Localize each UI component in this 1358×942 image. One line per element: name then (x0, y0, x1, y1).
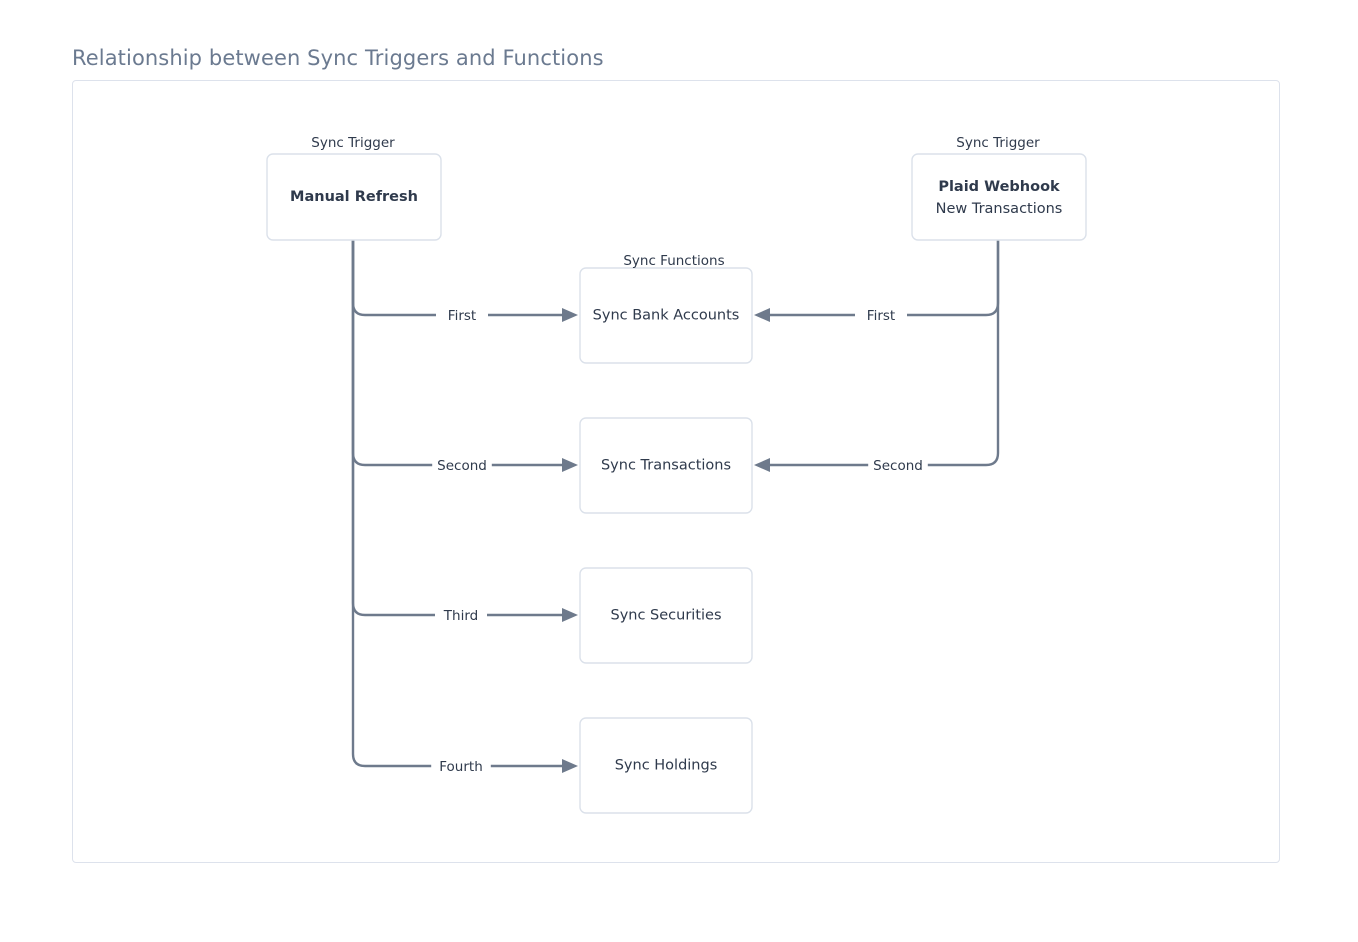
node-sync-securities[interactable]: Sync Securities (579, 567, 753, 664)
node-box[interactable] (579, 417, 753, 514)
group-label-group-trigger-left: Sync Trigger (311, 135, 395, 151)
node-title: Plaid Webhook (938, 179, 1060, 195)
edge-edge-manual-third: Third (351, 238, 578, 624)
edge-arrowhead (562, 308, 578, 322)
edge-edge-webhook-first: First (754, 238, 1000, 324)
node-box[interactable] (579, 717, 753, 814)
edge-label-backdrop (432, 456, 492, 474)
edge-arrowhead (562, 759, 578, 773)
edge-line (351, 238, 574, 768)
edge-arrowhead (754, 458, 770, 472)
edge-edge-manual-fourth: Fourth (351, 238, 578, 775)
edge-label: Second (873, 458, 923, 474)
edge-label: First (867, 308, 895, 324)
edge-label: Third (443, 608, 478, 624)
node-box[interactable] (911, 153, 1087, 241)
node-title: Sync Holdings (615, 758, 718, 774)
page-title: Relationship between Sync Triggers and F… (72, 46, 604, 70)
group-label-group-trigger-right: Sync Trigger (956, 135, 1040, 151)
edge-edge-manual-first: First (351, 238, 578, 324)
edge-edge-webhook-second: Second (754, 238, 1000, 474)
edge-label-backdrop (431, 757, 491, 775)
node-subtitle: New Transactions (936, 201, 1063, 217)
edge-line (758, 238, 1000, 317)
node-title: Sync Transactions (601, 458, 731, 474)
node-box[interactable] (579, 567, 753, 664)
edge-line (351, 238, 574, 617)
group-label-group-functions: Sync Functions (623, 253, 724, 269)
edge-label-backdrop (868, 456, 928, 474)
edge-label-backdrop (855, 306, 907, 324)
edge-line (351, 238, 574, 317)
node-box[interactable] (579, 267, 753, 364)
edge-label: Fourth (439, 759, 483, 775)
edge-label-backdrop (436, 306, 488, 324)
edge-edge-manual-second: Second (351, 238, 578, 474)
node-title: Sync Securities (610, 608, 721, 624)
node-sync-transactions[interactable]: Sync Transactions (579, 417, 753, 514)
node-sync-bank-accounts[interactable]: Sync Bank Accounts (579, 267, 753, 364)
edge-label: Second (437, 458, 487, 474)
node-box[interactable] (266, 153, 442, 241)
edge-arrowhead (562, 608, 578, 622)
node-title: Manual Refresh (290, 189, 418, 205)
edge-arrowhead (754, 308, 770, 322)
edge-label: First (448, 308, 476, 324)
edge-arrowhead (562, 458, 578, 472)
node-manual-refresh[interactable]: Manual Refresh (266, 153, 442, 241)
edge-line (758, 238, 1000, 467)
node-title: Sync Bank Accounts (593, 308, 740, 324)
edge-label-backdrop (435, 606, 487, 624)
node-sync-holdings[interactable]: Sync Holdings (579, 717, 753, 814)
edge-line (351, 238, 574, 467)
